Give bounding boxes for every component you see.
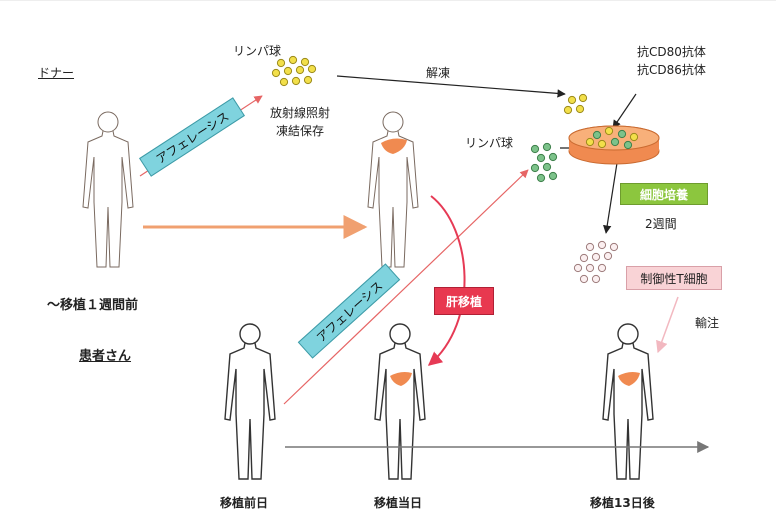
irradiation-label-line2: 凍結保存	[275, 124, 324, 138]
treg-cell	[585, 242, 595, 252]
dish-cell	[585, 137, 595, 147]
patient-lymphocytes-label: リンパ球	[465, 136, 514, 150]
donor-label: ドナー	[38, 66, 75, 80]
thaw-label: 解凍	[426, 66, 451, 80]
top-divider	[0, 0, 776, 1]
treg-cell	[603, 251, 613, 261]
dish-cell	[597, 139, 607, 149]
donor-lymphocyte-cell	[300, 57, 310, 67]
donor-lymphocyte-cell	[291, 76, 301, 86]
patient-lymphocyte-cell	[542, 142, 552, 152]
dish-cell	[617, 129, 627, 139]
transplant-day-label: 移植当日	[374, 496, 423, 510]
treg-cell	[579, 274, 589, 284]
dish-cell	[629, 132, 639, 142]
dish-cell	[604, 126, 614, 136]
antibody-label-line1: 抗CD80抗体	[637, 45, 706, 59]
treg-cell	[579, 253, 589, 263]
patient-body-transplant-day-icon	[374, 323, 426, 480]
patient-lymphocyte-cell	[530, 163, 540, 173]
patient-body-day-before-icon	[224, 323, 276, 480]
thawed-lymphocyte-cell	[578, 93, 588, 103]
liver-icon-day13	[618, 372, 640, 386]
liver-icon-donor	[381, 138, 407, 154]
treg-cell	[573, 263, 583, 273]
day13-after-label: 移植13日後	[590, 496, 655, 510]
patient-lymphocyte-cell	[548, 152, 558, 162]
thaw-arrow	[336, 75, 566, 98]
patient-body-day13-icon	[602, 323, 654, 480]
patient-apheresis-arrow	[283, 169, 529, 405]
patient-lymphocyte-cell	[536, 153, 546, 163]
dish-cell	[610, 137, 620, 147]
day-before-label: 移植前日	[220, 496, 269, 510]
dish-cell	[592, 130, 602, 140]
donor-lymphocyte-cell	[283, 66, 293, 76]
one-week-before-label: ～移植１週間前	[47, 298, 139, 313]
antibody-label-line2: 抗CD86抗体	[637, 63, 706, 77]
culture-box: 細胞培養	[620, 183, 708, 205]
cell-dots	[271, 55, 639, 284]
liver-transplant-box: 肝移植	[434, 287, 494, 315]
patient-lymphocyte-cell	[548, 171, 558, 181]
infusion-arrow	[656, 296, 679, 354]
donor-lymphocyte-cell	[303, 75, 313, 85]
thawed-lymphocyte-cell	[563, 105, 573, 115]
liver-transplant-arrow	[427, 195, 466, 366]
patient-lymphocyte-cell	[542, 162, 552, 172]
culture-to-treg-arrow	[603, 162, 618, 234]
treg-cell	[597, 240, 607, 250]
donor-body-icon	[82, 111, 134, 268]
dish-cell	[623, 140, 633, 150]
donor-lymphocyte-cell	[279, 77, 289, 87]
treg-cell	[591, 252, 601, 262]
donor-lymphocytes-label: リンパ球	[233, 44, 282, 58]
thawed-lymphocyte-cell	[575, 104, 585, 114]
two-weeks-label: 2週間	[645, 217, 677, 231]
liver-icon-transplant-day	[390, 372, 412, 386]
treg-box: 制御性T細胞	[626, 266, 722, 290]
treg-cell	[597, 263, 607, 273]
thawed-lymphocyte-cell	[567, 95, 577, 105]
donor-lymphocyte-cell	[276, 58, 286, 68]
infusion-label: 輸注	[695, 316, 720, 330]
donor-with-liver-body-icon	[367, 111, 419, 268]
treg-cell	[585, 263, 595, 273]
donor-lymphocyte-cell	[295, 65, 305, 75]
patient-lymphocyte-cell	[536, 173, 546, 183]
patient-lymphocyte-cell	[530, 144, 540, 154]
treg-cell	[591, 274, 601, 284]
donor-lymphocyte-cell	[307, 64, 317, 74]
patient-label: 患者さん	[79, 349, 132, 364]
irradiation-label-line1: 放射線照射	[269, 106, 330, 120]
antibody-arrow	[612, 93, 637, 129]
treg-cell	[609, 242, 619, 252]
donor-lymphocyte-cell	[288, 55, 298, 65]
donor-lymphocyte-cell	[271, 68, 281, 78]
